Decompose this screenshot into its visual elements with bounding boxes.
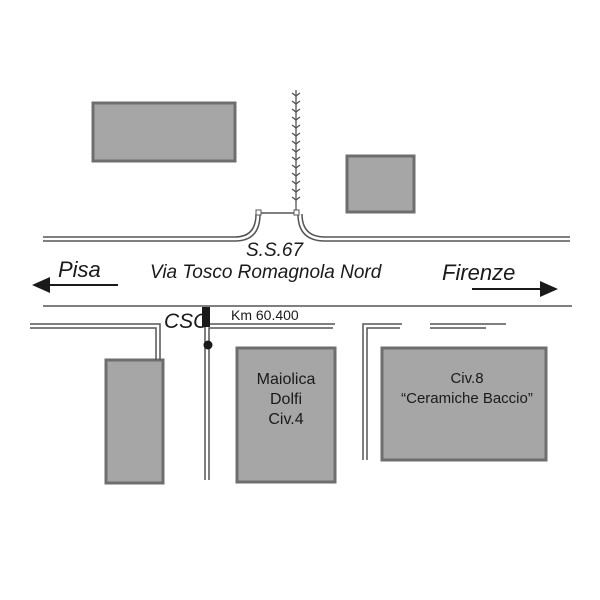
direction-firenze: Firenze (442, 260, 516, 285)
railway-tick (291, 172, 301, 177)
road-edge (297, 213, 570, 242)
railway-tick (291, 108, 301, 113)
road-edge (301, 213, 570, 238)
railway-tick (291, 132, 301, 137)
railway-tick (291, 196, 301, 201)
railway (291, 90, 301, 213)
building-label-baccio: Civ.8 “Ceramiche Baccio” (382, 369, 552, 409)
railway-tick (291, 180, 301, 185)
building-ceramiche-baccio (380, 346, 548, 462)
arrow-left-icon (32, 277, 118, 293)
km-marker-icon (202, 307, 210, 327)
km-label: Km 60.400 (231, 307, 299, 323)
building-line: “Ceramiche Baccio” (401, 390, 533, 407)
building-line: Civ.8 (450, 370, 484, 387)
railway-tick (291, 124, 301, 129)
railway-tick (291, 156, 301, 161)
building-label-maiolica: Maiolica Dolfi Civ.4 (237, 370, 335, 430)
railway-tick (291, 100, 301, 105)
building-line: Dolfi (269, 391, 302, 408)
railway-tick (291, 188, 301, 193)
road-code: S.S.67 (246, 240, 304, 261)
building-block (345, 154, 416, 214)
building-maiolica-dolfi (235, 346, 337, 484)
building-block (91, 101, 237, 163)
railway-tick (291, 148, 301, 153)
direction-pisa: Pisa (58, 257, 101, 282)
building-block (104, 358, 165, 485)
arrow-right-icon (472, 281, 558, 297)
road-name: Via Tosco Romagnola Nord (150, 262, 382, 283)
building-line: Maiolica (256, 371, 316, 388)
road-edge (43, 213, 261, 242)
building-line: Civ.4 (268, 411, 304, 428)
railway-tick (291, 164, 301, 169)
cso-label: CSO (164, 310, 210, 333)
road-edge (43, 213, 257, 238)
cso-dot-icon (203, 340, 213, 350)
railway-tick (291, 140, 301, 145)
railway-tick (291, 116, 301, 121)
railway-tick (291, 92, 301, 97)
